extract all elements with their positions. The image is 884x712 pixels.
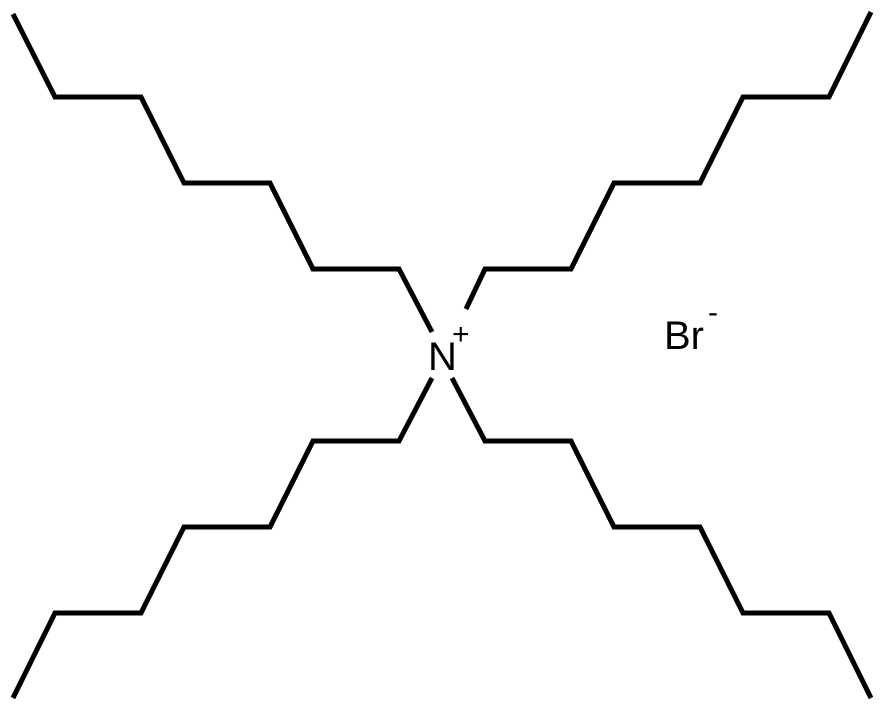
- chain-upper-right: [463, 10, 874, 311]
- nitrogen-charge-label: +: [452, 318, 470, 351]
- bromide-ion-label: Br: [664, 314, 704, 358]
- chain-lower-left: [10, 376, 435, 700]
- nitrogen-atom-label: N: [428, 335, 457, 379]
- bromide-charge-label: -: [708, 296, 718, 329]
- chain-lower-right: [449, 376, 874, 700]
- chain-upper-left: [10, 12, 435, 334]
